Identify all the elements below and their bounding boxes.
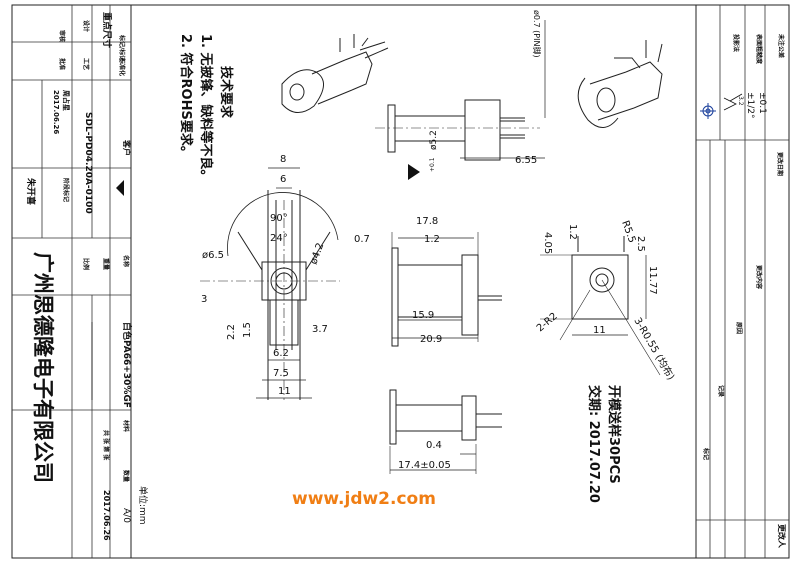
- company-name: 广州思德隆电子有限公司: [31, 252, 55, 483]
- rev-col-mark: 标记: [702, 447, 710, 460]
- dim-17-8: 17.8: [416, 216, 438, 227]
- rev-person: 更改人: [777, 524, 787, 549]
- label-standard: 标准化: [118, 57, 126, 76]
- dim-1-2b: 1.2: [567, 224, 578, 240]
- dim-17-4: 17.4±0.05: [398, 460, 451, 471]
- version: A/0: [121, 508, 131, 523]
- dim-8: 8: [280, 154, 286, 165]
- dim-6-55: 6.55: [515, 155, 537, 166]
- projection-mark-small: [116, 180, 124, 196]
- note-1: 1. 无披锋、缺料等不良。: [198, 34, 214, 183]
- side-view-middle: [391, 232, 502, 347]
- end-view: [200, 190, 340, 400]
- isometric-view-right: [577, 40, 663, 128]
- dim-1-5: 1.5: [242, 322, 253, 338]
- label-proj: 投影法: [732, 34, 740, 52]
- dim-20-9: 20.9: [420, 334, 442, 345]
- customer: 客户: [122, 139, 132, 156]
- note-2: 2. 符合ROHS要求。: [178, 34, 194, 159]
- label-spec: 标记/标记: [118, 34, 126, 61]
- projection-symbol: [700, 103, 716, 119]
- dim-2-2: 2.2: [226, 324, 237, 340]
- dim-3: 3: [201, 294, 207, 305]
- label-key-dims: 重点尺寸: [101, 12, 113, 48]
- side-view-bottom: [389, 389, 502, 474]
- title-block: [12, 5, 131, 558]
- label-scale: 比例: [82, 258, 90, 270]
- angle-90: 90°: [270, 213, 288, 224]
- dim-0-7: 0.7: [354, 234, 370, 245]
- sheet-border: [11, 4, 790, 559]
- tol-angle: ±1/2°: [745, 92, 755, 119]
- rev-col-reason: 原因: [735, 322, 743, 334]
- notes-title: 技术要求: [218, 66, 234, 119]
- label-rough: 表面粗糙度: [755, 33, 763, 65]
- watermark: www.jdw2.com: [292, 489, 436, 509]
- dim-11a: 11: [278, 386, 291, 397]
- dim-3-7: 3.7: [312, 324, 328, 335]
- label-craft: 工艺: [82, 58, 90, 70]
- isometric-view-left: [281, 34, 389, 113]
- dim-15-9: 15.9: [412, 310, 434, 321]
- dim-6-5: ø6.5: [202, 250, 224, 261]
- side-view-top: [375, 99, 540, 161]
- title-block-text: 标记/标记 重点尺寸 设计 审核 标准化 工艺 批准 周占星 2017.06.2…: [25, 12, 133, 541]
- order-line-2: 交期: 2017.07.20: [586, 385, 602, 503]
- tol-general: ±0.1: [757, 92, 767, 114]
- dim-5-2: ø5.2: [429, 130, 439, 150]
- dim-3-r055: 3-R0.55 (均布): [631, 316, 677, 383]
- tolerance-text: 未注公差 表面粗糙度 投影法 ±0.1 ±1/2° 3.2 更改日期 更改内容 …: [700, 33, 787, 549]
- quantity-label: 数量: [122, 470, 130, 482]
- view-arrow-top: [408, 164, 420, 180]
- dim-6: 6: [280, 174, 286, 185]
- revision-block: [696, 5, 789, 558]
- approved-by: 朱开喜: [25, 177, 37, 205]
- roughness-value: 3.2: [737, 96, 744, 106]
- dim-2-r2: 2-R2: [535, 311, 560, 334]
- dim-5-2-tol: +0.1: [429, 157, 436, 172]
- label-weight: 重量: [102, 258, 110, 270]
- dim-4-05: 4.05: [542, 232, 553, 254]
- dim-1-2a: 1.2: [424, 234, 440, 245]
- drawn-date: 2017.06.26: [52, 90, 60, 134]
- order-line-1: 开模送样30PCS: [606, 385, 622, 484]
- label-material: 材料: [122, 419, 130, 432]
- unit-label: 单位:mm: [137, 486, 149, 525]
- technical-notes: 技术要求 1. 无披锋、缺料等不良。 2. 符合ROHS要求。: [178, 34, 234, 183]
- rev-col-content: 更改内容: [755, 265, 763, 289]
- dim-11b: 11: [593, 325, 606, 336]
- dim-7-5: 7.5: [273, 368, 289, 379]
- angle-24: 24°: [270, 233, 288, 244]
- label-approve: 批准: [58, 58, 66, 70]
- dim-2-5: 2.5: [635, 236, 646, 252]
- dim-0-4: 0.4: [426, 440, 442, 451]
- rev-header-date: 更改日期: [776, 152, 784, 176]
- label-stage: 阶段标记: [62, 178, 70, 202]
- end-view-right: [540, 236, 661, 376]
- label-sheet: 共 张 第 张: [102, 430, 110, 461]
- label-check: 审核: [58, 30, 66, 42]
- label-tol: 未注公差: [777, 34, 785, 58]
- dim-pin: ø0.7 (PIN脚): [532, 10, 542, 58]
- rev-col-record: 记录: [717, 385, 725, 397]
- part-number: SDL-PD04.20A-0100: [83, 112, 93, 214]
- dim-4-2: ø4.2: [308, 242, 326, 266]
- dim-11-77: 11.77: [647, 266, 658, 295]
- label-design: 设计: [82, 20, 90, 32]
- drawn-by: 周占星: [62, 90, 71, 111]
- dim-r5-5: R5.5: [619, 219, 637, 244]
- order-note: 开模送样30PCS 交期: 2017.07.20: [586, 385, 622, 503]
- dim-6-2: 6.2: [273, 348, 289, 359]
- material: 白色PA66+30%GF: [121, 322, 133, 408]
- label-name: 名称: [122, 255, 130, 267]
- roughness-symbol: [723, 93, 743, 111]
- title-date: 2017.06.26: [102, 490, 111, 541]
